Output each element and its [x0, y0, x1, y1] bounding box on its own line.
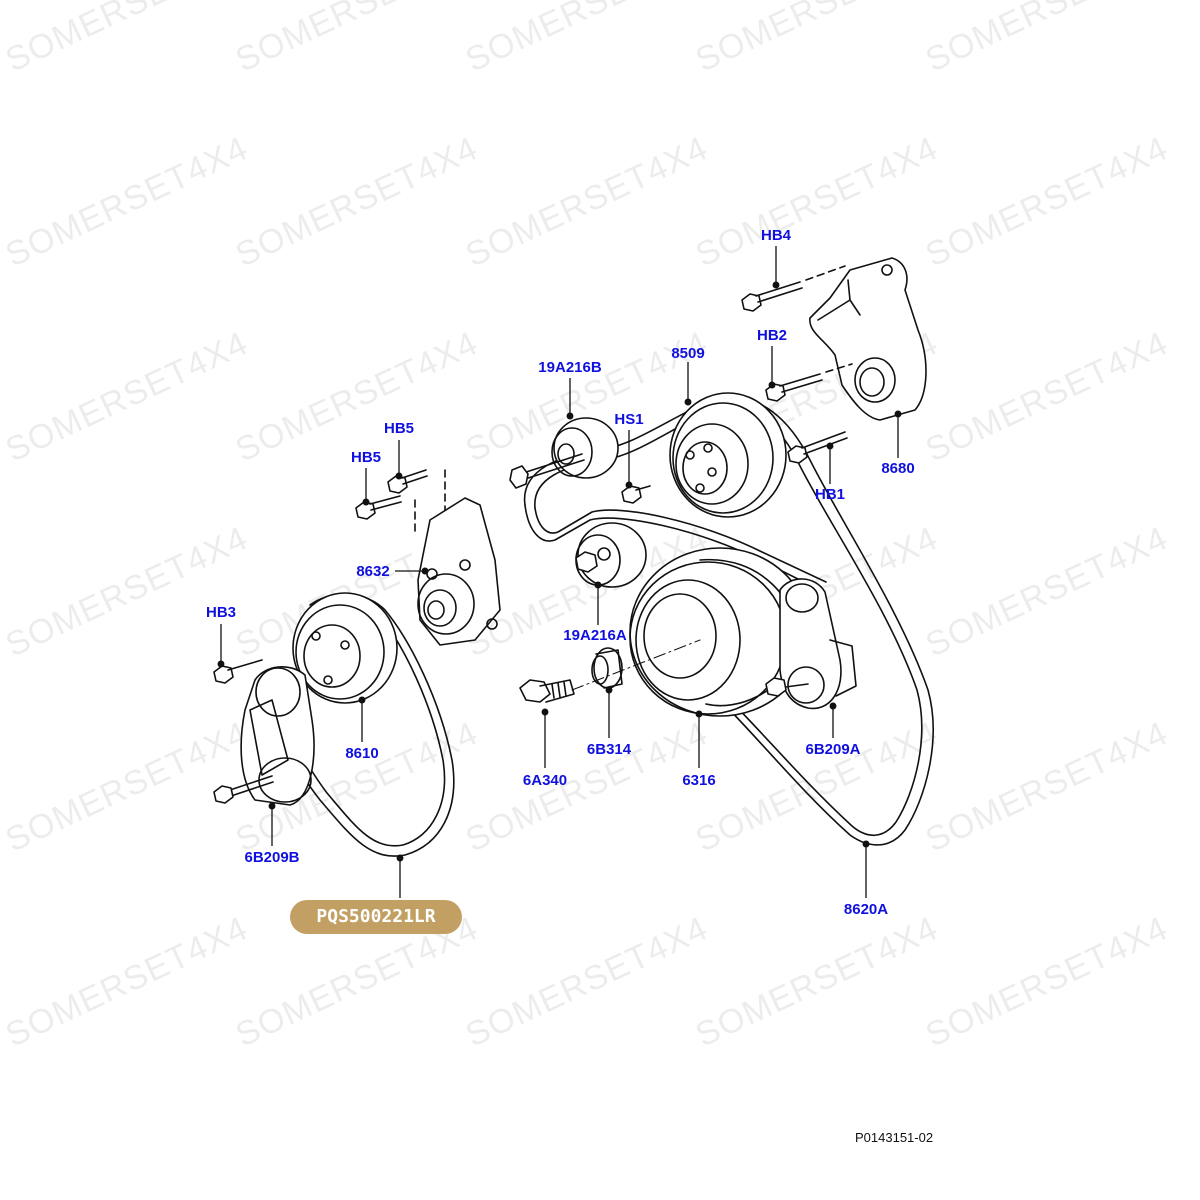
bolt-hb5-upper: [387, 469, 428, 494]
callout-6b209a: 6B209A: [805, 741, 861, 758]
bolt-hb5-lower: [355, 495, 402, 520]
callout-8610: 8610: [345, 745, 379, 762]
idler-pulley-19a216b: [509, 417, 619, 489]
callout-hb4: HB4: [760, 227, 792, 244]
callout-6316: 6316: [682, 772, 716, 789]
idler-bracket-8632: [414, 469, 501, 646]
callout-hb1: HB1: [814, 486, 846, 503]
figure-id: P0143151-02: [855, 1130, 934, 1145]
belt-tensioner-6b209b: [213, 666, 315, 806]
part-number-badge[interactable]: PQS500221LR: [290, 900, 462, 934]
pulley-8509: [669, 392, 787, 518]
bolt-hb1: [787, 431, 848, 464]
callout-hb5-upper: HB5: [383, 420, 415, 437]
pulley-8610: [292, 592, 398, 704]
axis-centreline: [571, 639, 701, 691]
crank-bolt-6a340: [519, 679, 575, 703]
bolt-hb4: [741, 265, 846, 312]
belt-tensioner-6b209a: [765, 578, 857, 710]
leader-lines: [217, 246, 902, 898]
callout-hb2: HB2: [756, 327, 788, 344]
bolt-hb2: [765, 363, 853, 402]
callout-8680: 8680: [881, 460, 915, 477]
callout-6b314: 6B314: [586, 741, 632, 758]
callout-6b209b: 6B209B: [244, 849, 300, 866]
callout-hb5-lower: HB5: [350, 449, 382, 466]
callout-8509: 8509: [671, 345, 705, 362]
spacer-6b314: [591, 647, 623, 689]
drive-belt-8620a: [523, 396, 934, 846]
mounting-bracket-8680: [809, 257, 927, 421]
callout-19a216b: 19A216B: [538, 359, 602, 376]
callout-6a340: 6A340: [522, 772, 568, 789]
callout-hs1: HS1: [614, 411, 644, 428]
callout-19a216a: 19A216A: [563, 627, 627, 644]
stud-hs1: [621, 485, 651, 504]
callout-8632: 8632: [356, 563, 390, 580]
callout-hb3: HB3: [205, 604, 237, 621]
callout-8620a: 8620A: [843, 901, 889, 918]
idler-pulley-19a216a: [575, 522, 647, 588]
